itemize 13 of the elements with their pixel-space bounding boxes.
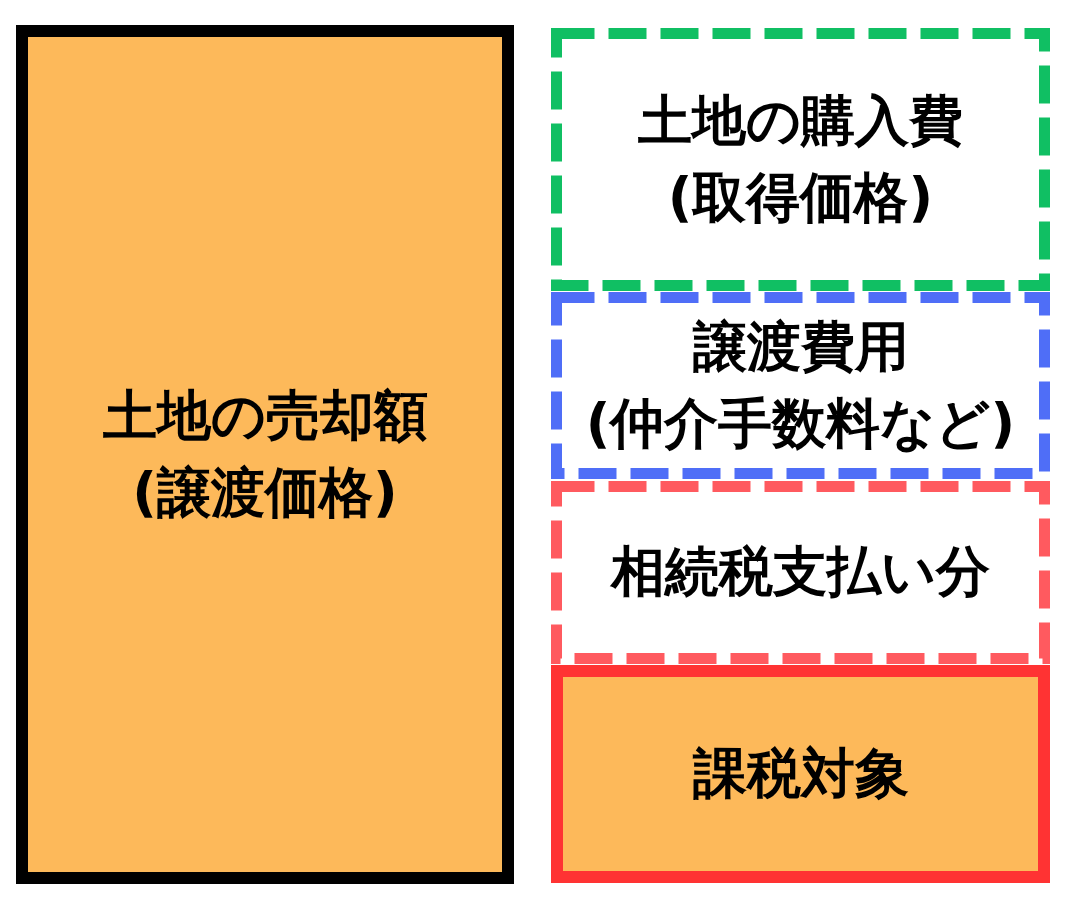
- sale-price-panel: [16, 25, 514, 884]
- panel-subheading: (取得価格): [667, 164, 934, 231]
- panel-heading: 譲渡費用: [692, 313, 909, 380]
- dashed-panel: [551, 292, 1050, 479]
- dashed-panel: [551, 481, 1050, 664]
- panel-heading: 土地の売却額: [102, 382, 428, 449]
- taxable-panel: [551, 665, 1050, 883]
- panel-heading: 相続税支払い分: [611, 539, 990, 606]
- panel-subheading: (仲介手数料など): [585, 390, 1016, 457]
- panel-subheading: (譲渡価格): [132, 459, 398, 526]
- panel-heading: 課税対象: [692, 740, 909, 807]
- panel-heading: 土地の購入費: [638, 87, 963, 154]
- dashed-panel: [551, 28, 1050, 291]
